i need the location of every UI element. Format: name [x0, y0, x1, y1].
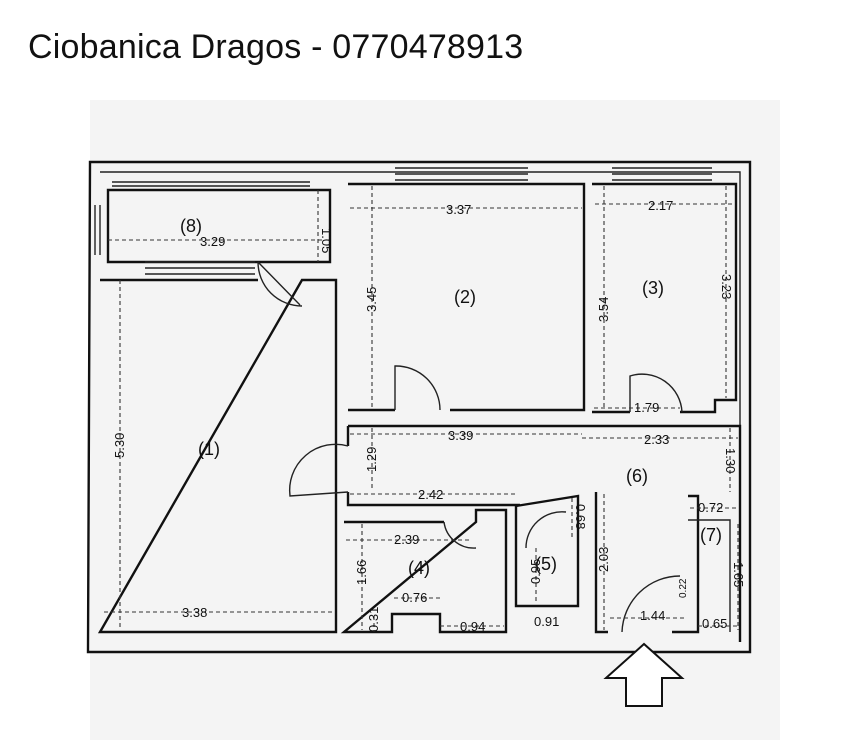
- dim-label: 5.30: [112, 433, 127, 458]
- room-4-door: [443, 521, 477, 549]
- room-6-walls: [594, 492, 688, 634]
- room-label-4: (4): [408, 558, 430, 578]
- room-label-6: (6): [626, 466, 648, 486]
- dimension-lines: [104, 186, 739, 632]
- dim-label: 1.79: [634, 400, 659, 415]
- hallway-walls: [348, 424, 742, 642]
- dim-label: 2.17: [648, 198, 673, 213]
- room-label-8: (8): [180, 216, 202, 236]
- entrance-arrow-icon: [603, 642, 685, 707]
- room-2-window: [395, 167, 528, 181]
- room-7-inner: [688, 519, 731, 632]
- room-4-walls: [340, 508, 508, 634]
- room-label-7: (7): [700, 525, 722, 545]
- room-3-window: [612, 167, 712, 181]
- dim-label: 1.65: [731, 562, 746, 587]
- dim-label: 2.39: [394, 532, 419, 547]
- dim-label: 0.76: [402, 590, 427, 605]
- dim-label: 0.91: [534, 614, 559, 629]
- room-3-door: [629, 373, 683, 413]
- dim-label: 3.39: [448, 428, 473, 443]
- room-label-2: (2): [454, 287, 476, 307]
- dim-label: 2.42: [418, 487, 443, 502]
- hallway-left-wall: [346, 426, 520, 507]
- room-5-door: [525, 511, 567, 549]
- dim-label: 3.29: [200, 234, 225, 249]
- dim-label: 0.72: [698, 500, 723, 515]
- header-title: Ciobanica Dragos - 0770478913: [28, 28, 523, 67]
- dim-label: 3.45: [364, 287, 379, 312]
- dim-label: 2.33: [644, 432, 669, 447]
- dim-label: 3.38: [182, 605, 207, 620]
- room-5-walls: [514, 494, 580, 608]
- dim-label: 3.37: [446, 202, 471, 217]
- entrance-door: [621, 575, 681, 633]
- dim-label: 1.44: [640, 608, 665, 623]
- room-7-walls: [688, 494, 700, 634]
- dim-label: 0.68: [573, 504, 588, 529]
- dim-label: 2.03: [596, 547, 611, 572]
- room-label-1: (1): [198, 439, 220, 459]
- room-1-door: [288, 443, 349, 497]
- room-2-door: [394, 365, 441, 411]
- dim-label: 0.65: [702, 616, 727, 631]
- room-1-walls: [97, 278, 338, 634]
- dim-label: 1.66: [354, 560, 369, 585]
- room-8-walls: [106, 188, 332, 264]
- dim-label: 1.29: [364, 447, 379, 472]
- room-3-walls: [592, 182, 738, 414]
- outer-wall: [86, 160, 752, 654]
- title-text: Ciobanica Dragos - 0770478913: [28, 28, 524, 66]
- dim-label: 3.54: [596, 297, 611, 322]
- balcony-door: [257, 261, 303, 307]
- dim-label: 0.94: [460, 619, 485, 634]
- dim-label: 1.05: [319, 228, 334, 253]
- dim-label: 3.23: [719, 274, 734, 299]
- dim-label: 0.22: [678, 578, 689, 598]
- dim-label: 0.95: [528, 559, 543, 584]
- dim-label: 0.31: [366, 607, 381, 632]
- paper-area: [90, 100, 780, 740]
- room-label-3: (3): [642, 278, 664, 298]
- room-1-window: [145, 261, 255, 275]
- room-2-walls: [348, 182, 586, 412]
- dim-label: 1.30: [723, 448, 738, 473]
- balcony-window: [94, 181, 310, 255]
- room-label-5: (5): [535, 554, 557, 574]
